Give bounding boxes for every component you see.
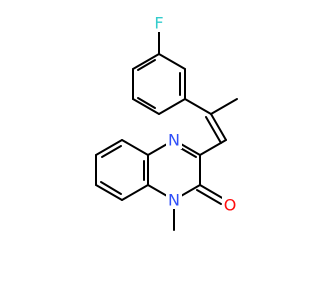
bond: [121, 184, 149, 201]
vinyl-linker: [184, 98, 238, 156]
atom-f: F: [151, 14, 167, 33]
fluorine-label: F: [154, 14, 163, 33]
bond: [199, 139, 227, 156]
fluorophenyl-ring: [132, 53, 186, 115]
bond: [121, 139, 149, 156]
bond: [137, 59, 156, 71]
bond: [210, 98, 238, 115]
benzo-ring: [95, 139, 149, 201]
bond: [210, 113, 227, 141]
bond: [158, 98, 186, 115]
nitrogen-label: N: [168, 191, 180, 210]
bond: [199, 184, 225, 200]
molecule-drawing: F N N O: [95, 14, 238, 231]
atom-n4: N: [166, 131, 182, 150]
bond: [132, 53, 160, 70]
oxygen-label: O: [224, 196, 237, 215]
bond: [205, 116, 222, 144]
bond: [95, 184, 123, 201]
nitrogen-label: N: [168, 131, 180, 150]
bond: [158, 53, 186, 70]
structure-canvas: F N N O: [95, 13, 238, 231]
bond: [196, 189, 222, 205]
bond: [137, 97, 156, 109]
atom-o: O: [222, 196, 238, 215]
atom-n1: N: [166, 191, 182, 210]
bond: [100, 181, 122, 195]
bond: [101, 145, 122, 158]
bond: [95, 139, 123, 156]
bond: [184, 98, 212, 115]
bond: [132, 98, 160, 115]
